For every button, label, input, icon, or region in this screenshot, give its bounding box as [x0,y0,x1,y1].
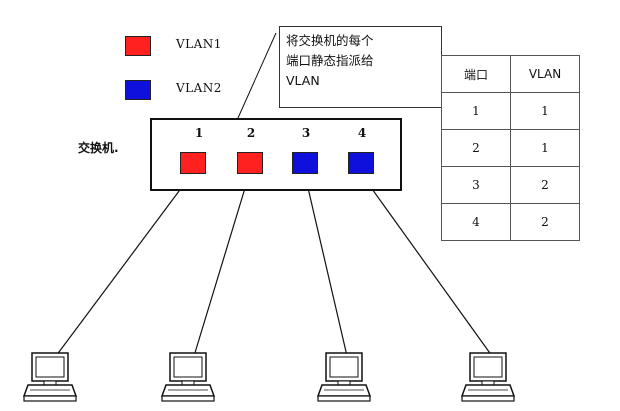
cell-vlan: 1 [510,92,580,130]
cell-vlan: 2 [510,166,580,204]
callout-box: 将交换机的每个 端口静态指派给 VLAN [279,26,442,108]
cell-port: 1 [441,92,511,130]
switch-label: 交换机. [78,141,119,155]
port-number-4: 4 [357,126,367,140]
port-number-2: 2 [246,126,256,140]
callout-line-1: 将交换机的每个 [286,33,374,48]
port-number-3: 3 [301,126,311,140]
cell-port: 4 [441,203,511,241]
port-number-1: 1 [194,126,204,140]
callout-pointer-line [237,32,277,119]
cell-port: 2 [441,129,511,167]
callout-line-3: VLAN [286,73,320,88]
computer-icon [460,352,516,402]
column-header-port: 端口 [441,55,511,93]
cable-port-4 [361,174,493,357]
column-header-vlan: VLAN [510,55,580,93]
legend-swatch-vlan2 [125,80,151,100]
cell-vlan: 1 [510,129,580,167]
table-row: 3 2 [441,166,580,204]
switch-port-2 [237,152,263,174]
cable-port-2 [193,174,250,357]
port-vlan-table: 端口 VLAN 1 1 2 1 3 2 4 2 [441,55,580,241]
legend-label-vlan1: VLAN1 [176,37,222,51]
switch-port-4 [348,152,374,174]
legend-label-vlan2: VLAN2 [176,81,222,95]
computer-icon [316,352,372,402]
cable-port-1 [55,174,192,357]
computer-icon [22,352,78,402]
table-row: 1 1 [441,92,580,130]
cable-port-3 [304,174,348,357]
switch-port-3 [292,152,318,174]
computer-icon [160,352,216,402]
table-row: 2 1 [441,129,580,167]
cell-vlan: 2 [510,203,580,241]
table-row: 4 2 [441,203,580,241]
table-header-row: 端口 VLAN [441,55,580,93]
switch-port-1 [180,152,206,174]
callout-line-2: 端口静态指派给 [286,53,374,68]
legend-swatch-vlan1 [125,36,151,56]
cell-port: 3 [441,166,511,204]
